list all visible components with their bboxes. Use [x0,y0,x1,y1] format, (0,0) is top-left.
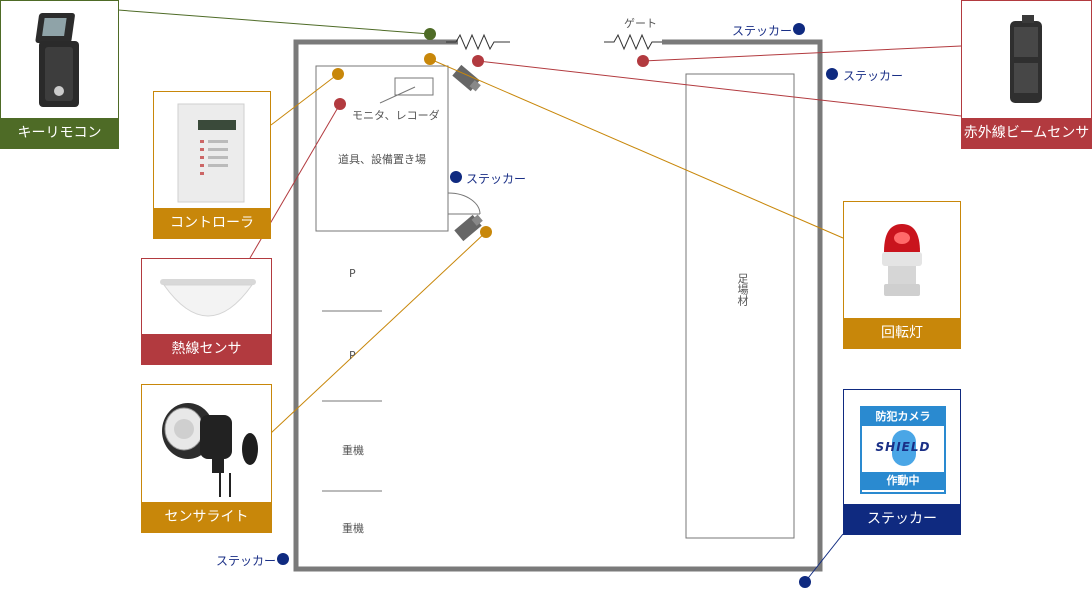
leader-rotating-light [429,58,844,239]
heat-sensor-label: 熱線センサ [142,334,271,364]
heat-sensor-marker [334,98,346,110]
scaffold-area [685,73,795,539]
sign-brand-text: SHIELD [875,440,931,454]
site-wall [293,39,823,572]
leader-sticker [804,533,844,583]
key-remote-card[interactable]: キーリモコン [0,0,119,149]
gate-label: ゲート [624,17,657,30]
heat-sensor-card[interactable]: 熱線センサ [141,258,272,365]
leader-ir-beam-b [477,60,962,117]
monitor-recorder [394,77,434,96]
equipment-area-label: 道具、設備置き場 [338,153,426,166]
leader-key-remote [117,9,431,35]
sticker-card-label: ステッカー [844,504,960,534]
camera-icon [452,64,481,92]
sign-bottom-text: 作動中 [862,472,944,490]
rotating-light-marker [424,53,436,65]
sticker-marker [826,68,838,80]
sticker-label: ステッカー [843,69,904,83]
gate-right-symbol [604,33,662,51]
rotating-light-card[interactable]: 回転灯 [843,201,961,349]
controller-card[interactable]: コントローラ [153,91,271,239]
leader-controller [270,73,339,126]
control-panel-icon [177,103,245,203]
equipment-room [315,65,449,232]
rotating-beacon-icon [882,224,922,296]
ir-beam-label: 赤外線ビームセンサ [962,118,1091,148]
sticker-label: ステッカー [466,172,527,186]
shield-sign: 防犯カメラ SHIELD 作動中 [860,406,946,494]
parking-label: P [349,267,356,280]
leader-ir-beam-a [642,45,962,62]
leader-sensor-light [270,231,487,434]
controller-label: コントローラ [154,208,270,238]
monitor-recorder-label: モニタ、レコーダ [352,109,440,122]
ir-beam-marker-1 [472,55,484,67]
sticker-card[interactable]: 防犯カメラ SHIELD 作動中 ステッカー [843,389,961,535]
key-remote-label: キーリモコン [1,118,118,148]
gate-left-symbol [446,33,510,51]
sensor-light-label: センサライト [142,502,271,532]
flood-light-icon [162,403,258,497]
key-remote-marker [424,28,436,40]
heavy-machinery-label: 重機 [342,522,364,535]
beam-sensor-icon [1010,15,1042,103]
camera-icon [454,214,483,242]
shield-logo-icon [892,430,916,466]
dome-sensor-icon [160,279,256,317]
scaffold-label: 足場材 [736,273,749,306]
heavy-machinery-label: 重機 [342,444,364,457]
ir-beam-card[interactable]: 赤外線ビームセンサ [961,0,1092,149]
monitor-leader [379,86,416,104]
door-arc [447,192,481,215]
parking-label: P [349,349,356,362]
ir-beam-marker-2 [637,55,649,67]
sticker-marker [277,553,289,565]
sensor-light-marker [480,226,492,238]
sign-brand: SHIELD [862,426,944,472]
sticker-marker [799,576,811,588]
key-switch-box-icon [35,13,79,107]
sticker-marker [793,23,805,35]
sticker-label: ステッカー [732,24,793,38]
sensor-light-card[interactable]: センサライト [141,384,272,533]
sign-top-text: 防犯カメラ [862,408,944,426]
controller-marker [332,68,344,80]
sticker-label: ステッカー [216,554,277,568]
rotating-light-label: 回転灯 [844,318,960,348]
sticker-marker [450,171,462,183]
